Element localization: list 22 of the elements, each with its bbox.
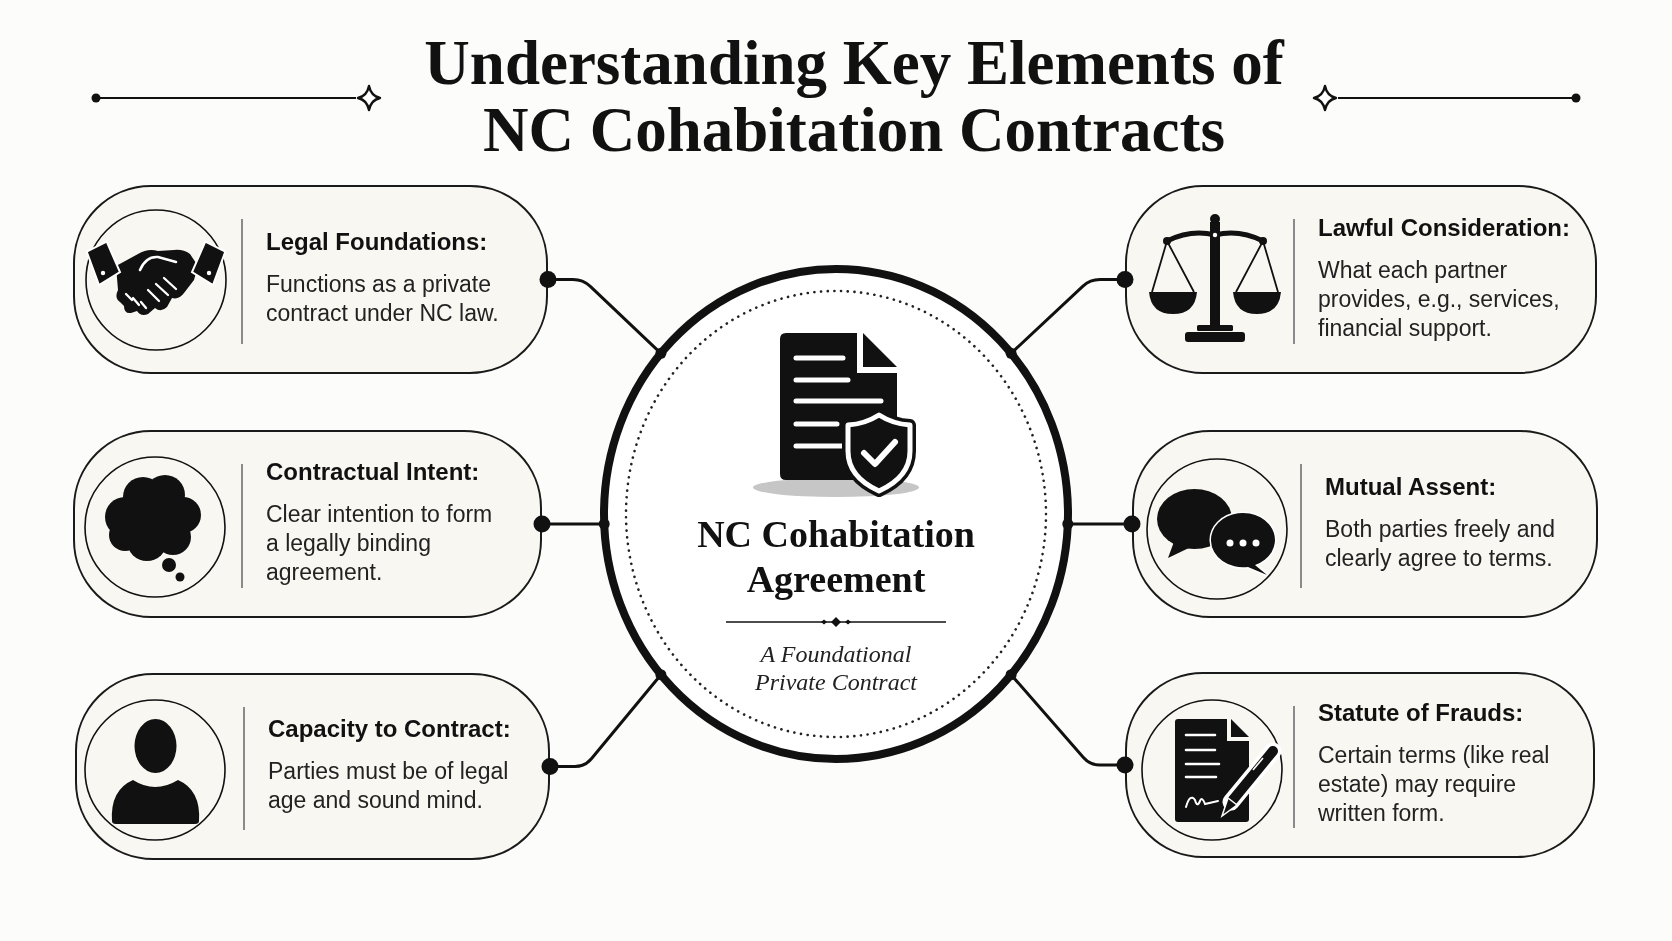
connector-line	[539, 271, 667, 359]
card-heading: Legal Foundations:	[266, 228, 489, 256]
card-description: Both parties freely and clearly agree to terms.	[1325, 514, 1557, 573]
card-heading: Capacity to Contract:	[268, 715, 512, 743]
card-heading: Statute of Frauds:	[1318, 699, 1525, 727]
card-heading: Mutual Assent:	[1325, 472, 1498, 501]
card-description: Certain terms (like real estate) may require written form.	[1318, 741, 1551, 828]
card-heading: Contractual Intent:	[266, 458, 481, 486]
connector-line	[1005, 271, 1134, 359]
connector-line	[533, 515, 610, 533]
connector-line	[541, 669, 667, 775]
card-description: What each partner provides, e.g., services, financial support.	[1318, 255, 1561, 343]
connector-line	[1062, 515, 1141, 533]
card-description: Functions as a private contract under NC law.	[266, 270, 500, 328]
diagram-title: Understanding Key Elements of NC Cohabitation Contracts	[423, 30, 1286, 164]
hub-title: NC Cohabitation Agreement	[696, 512, 976, 602]
card-heading: Lawful Consideration:	[1318, 213, 1571, 242]
card-description: Parties must be of legal age and sound mind.	[268, 757, 510, 815]
hub-circle	[600, 265, 1072, 763]
card-description: Clear intention to form a legally binding agreement.	[266, 500, 494, 587]
hub-subtitle: A Foundational Private Contract	[754, 640, 919, 696]
connector-line	[1005, 669, 1134, 774]
